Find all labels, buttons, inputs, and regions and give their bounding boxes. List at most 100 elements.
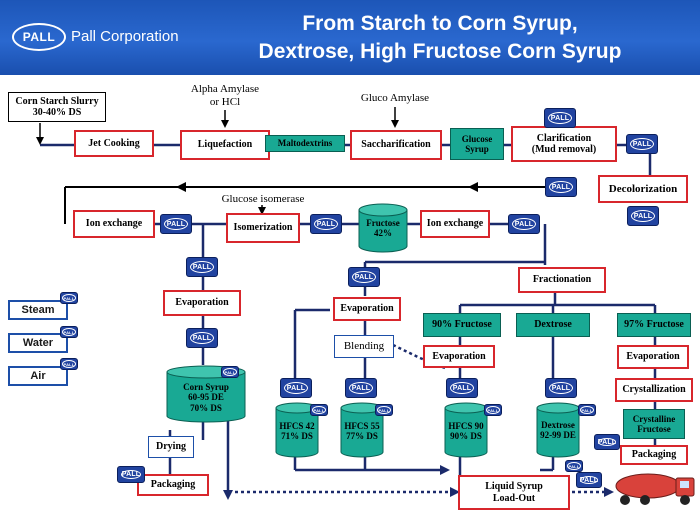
alpha-line2: or HCl [209,96,241,108]
arrowhead-cs-down [223,490,233,500]
hfcs42-l2: 71% DS [281,431,313,442]
crystalline-l2: Fructose [637,424,671,434]
fractionation-step[interactable]: Fractionation [518,267,606,293]
pall-badge-icon: PALL [221,366,239,378]
isomerization-step[interactable]: Isomerization [226,213,300,243]
pall-badge-icon: PALL [186,328,218,348]
steam-utility[interactable]: Steam [8,300,68,320]
corn-syrup-l3: 70% DS [190,402,222,413]
glucose-syrup-l2: Syrup [465,144,489,154]
drying-step[interactable]: Drying [148,436,194,458]
decolorization-step[interactable]: Decolorization [598,175,688,203]
clarification-l1: Clarification [536,132,592,144]
arrowhead-collect [440,465,450,475]
evaporation-mid-step[interactable]: Evaporation [333,297,401,321]
arrowhead-return-mid [468,182,478,192]
ion-exchange-left-step[interactable]: Ion exchange [73,210,155,238]
pall-badge-icon: PALL [60,326,78,338]
glucose-syrup-l1: Glucose [461,133,493,144]
air-utility[interactable]: Air [8,366,68,386]
pall-badge-icon: PALL [508,214,540,234]
clarification-l2: (Mud removal) [531,144,597,155]
evaporation-left-step[interactable]: Evaporation [163,290,241,316]
pall-badge-icon: PALL [576,472,602,488]
pall-logo: PALL [12,23,66,51]
pall-badge-icon: PALL [375,404,393,416]
pall-badge-icon: PALL [117,466,145,483]
packaging-left-step[interactable]: Packaging [137,474,209,496]
pall-badge-icon: PALL [60,358,78,370]
pall-badge-icon: PALL [484,404,502,416]
dextrose-tank-l1: Dextrose [541,420,575,430]
pall-badge-icon: PALL [627,206,659,226]
pall-badge-icon: PALL [626,134,658,154]
pall-badge-icon: PALL [60,292,78,304]
tanker-truck-icon [615,473,695,505]
corn-syrup-l2: 60-95 DE [188,392,224,403]
pall-badge-icon: PALL [348,267,380,287]
hfcs55-l1: HFCS 55 [344,421,380,431]
fructose-l2: 42% [374,228,392,239]
slurry-line2: 30-40% DS [32,107,82,118]
pall-badge-icon: PALL [345,378,377,398]
corn-syrup-l1: Corn Syrup [183,382,229,392]
slurry-line1: Corn Starch Slurry [15,95,99,107]
pall-badge-icon: PALL [565,460,583,472]
gluco-amylase-label: Gluco Amylase [360,92,430,104]
liquefaction-step[interactable]: Liquefaction [180,130,270,160]
pall-badge-icon: PALL [280,378,312,398]
pall-badge-icon: PALL [544,108,576,128]
alpha-line1: Alpha Amylase [190,83,260,95]
clarification-step[interactable]: Clarification(Mud removal) [511,126,617,162]
crystallization-step[interactable]: Crystallization [615,378,693,402]
pall-badge-icon: PALL [545,378,577,398]
packaging-right-step[interactable]: Packaging [620,445,688,465]
arrowhead-truck [604,487,614,497]
dextrose-tank-l2: 92-99 DE [540,430,576,441]
fructose-90-product[interactable]: 90% Fructose [423,313,501,337]
arrowhead-loadout [450,487,460,497]
saccharification-step[interactable]: Saccharification [350,130,442,160]
ion-exchange-right-step[interactable]: Ion exchange [420,210,490,238]
company-name: Pall Corporation [71,28,179,45]
pall-badge-icon: PALL [594,434,620,450]
load-out-l2: Load-Out [492,492,536,504]
blending-step[interactable]: Blending [334,335,394,358]
glucose-isomerase-label: Glucose isomerase [221,193,305,205]
pall-badge-icon: PALL [186,257,218,277]
dextrose-product[interactable]: Dextrose [516,313,590,337]
pall-badge-icon: PALL [160,214,192,234]
page-title-line2: Dextrose, High Fructose Corn Syrup [258,40,622,63]
pall-badge-icon: PALL [578,404,596,416]
maltodextrins-product[interactable]: Maltodextrins [265,135,345,152]
load-out-l1: Liquid Syrup [485,481,543,492]
hfcs90-l2: 90% DS [450,431,482,442]
evaporation-90-step[interactable]: Evaporation [423,345,495,368]
arrowhead-return-left [176,182,186,192]
pall-badge-icon: PALL [310,214,342,234]
header-banner: PALL Pall Corporation From Starch to Cor… [0,0,700,75]
hfcs90-l1: HFCS 90 [448,421,484,431]
pall-badge-icon: PALL [310,404,328,416]
evaporation-97-step[interactable]: Evaporation [617,345,689,369]
page-title-line1: From Starch to Corn Syrup, [302,12,578,35]
hfcs42-l1: HFCS 42 [279,421,315,431]
crystalline-l1: Crystalline [632,413,676,424]
pall-badge-icon: PALL [446,378,478,398]
pall-badge-icon: PALL [545,177,577,197]
water-utility[interactable]: Water [8,333,68,353]
hfcs55-l2: 77% DS [346,431,378,442]
jet-cooking-step[interactable]: Jet Cooking [74,130,154,157]
fructose-l1: Fructose [366,218,400,228]
fructose-97-product[interactable]: 97% Fructose [617,313,691,337]
